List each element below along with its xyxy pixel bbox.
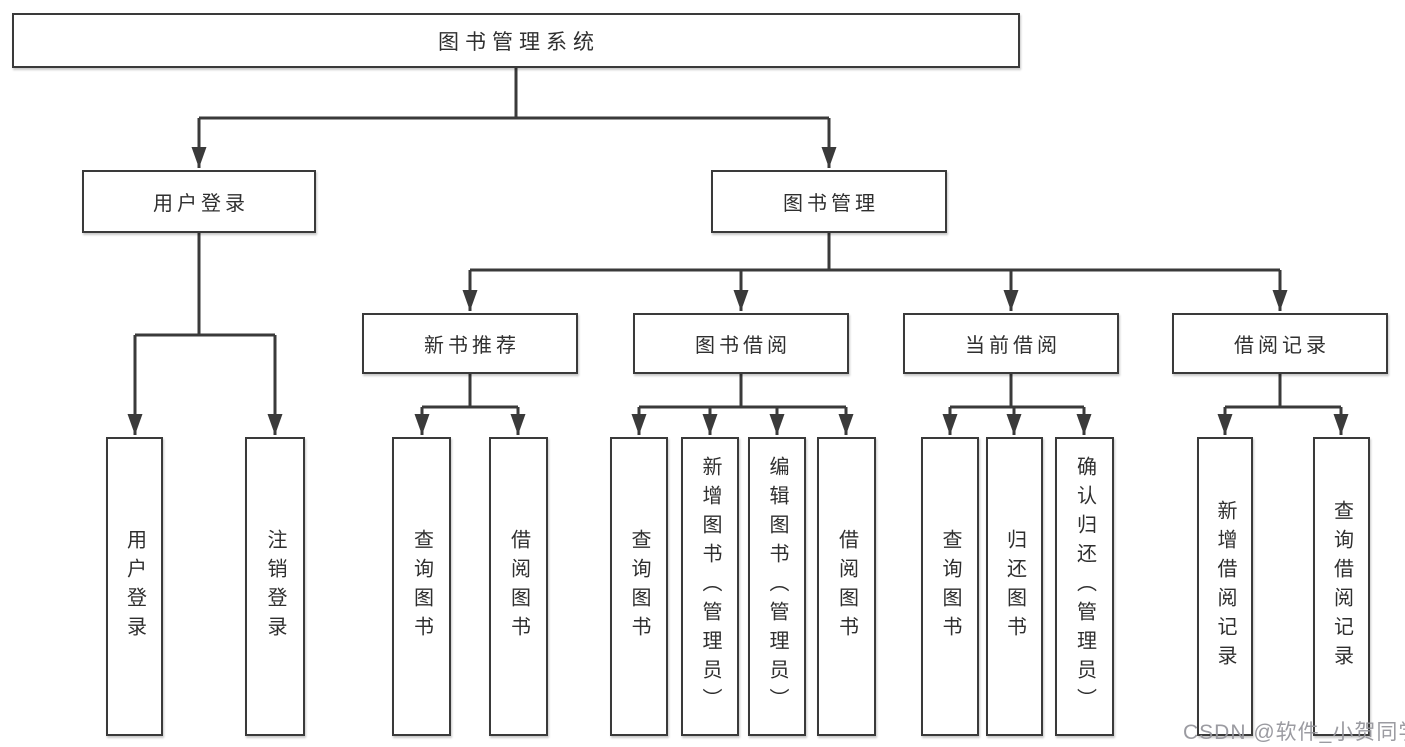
node-add-books-admin-leaf: 新增图书（管理员） [681, 437, 739, 736]
node-user-login-leaf: 用户登录 [106, 437, 163, 736]
node-new-book-recommendation: 新书推荐 [362, 313, 578, 374]
node-query-borrow-record-leaf: 查询借阅记录 [1313, 437, 1370, 736]
connector-rails [135, 68, 1341, 409]
node-library-management-system: 图书管理系统 [12, 13, 1020, 68]
connector-arrows [127, 118, 1349, 435]
node-logout-leaf: 注销登录 [245, 437, 305, 736]
node-user-login: 用户登录 [82, 170, 316, 233]
node-query-books-leaf: 查询图书 [392, 437, 451, 736]
node-return-books-leaf: 归还图书 [986, 437, 1043, 736]
node-book-management: 图书管理 [711, 170, 947, 233]
node-query-books-leaf: 查询图书 [610, 437, 668, 736]
node-confirm-return-admin-leaf: 确认归还（管理员） [1055, 437, 1114, 736]
node-borrowing-records: 借阅记录 [1172, 313, 1388, 374]
node-current-borrowing: 当前借阅 [903, 313, 1119, 374]
node-borrow-books-leaf: 借阅图书 [489, 437, 548, 736]
node-edit-books-admin-leaf: 编辑图书（管理员） [748, 437, 806, 736]
node-query-books-leaf: 查询图书 [921, 437, 979, 736]
node-borrow-books-leaf: 借阅图书 [817, 437, 876, 736]
node-book-borrowing: 图书借阅 [633, 313, 849, 374]
node-add-borrow-record-leaf: 新增借阅记录 [1197, 437, 1253, 736]
watermark: CSDN @软件_小贺同学 [1183, 721, 1405, 744]
